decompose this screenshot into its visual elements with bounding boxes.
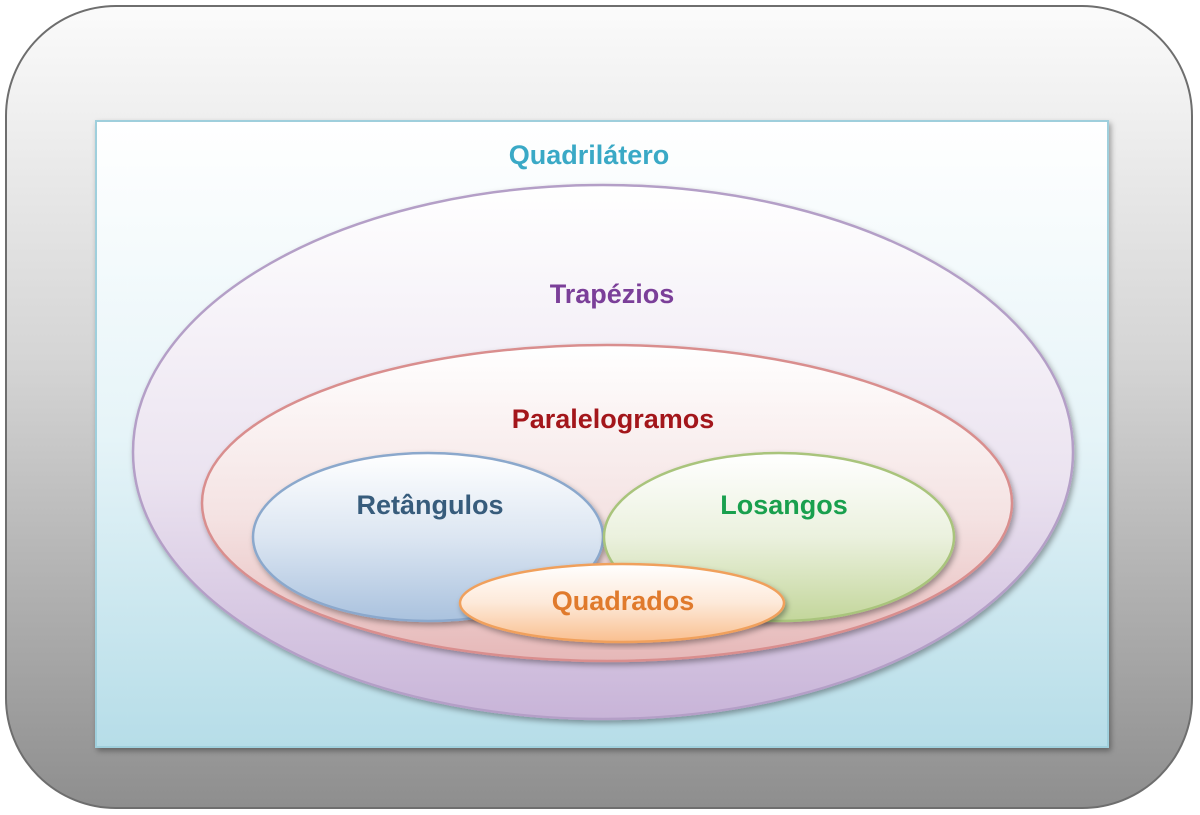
quadrilatero-label: Quadrilátero bbox=[509, 140, 670, 170]
quadrados-ellipse bbox=[458, 562, 786, 644]
losangos-label: Losangos bbox=[720, 490, 848, 520]
trapezios-label: Trapézios bbox=[550, 279, 675, 309]
paralelogramos-label: Paralelogramos bbox=[512, 404, 715, 434]
retangulos-label: Retângulos bbox=[356, 490, 503, 520]
quadrados-label: Quadrados bbox=[552, 586, 695, 616]
